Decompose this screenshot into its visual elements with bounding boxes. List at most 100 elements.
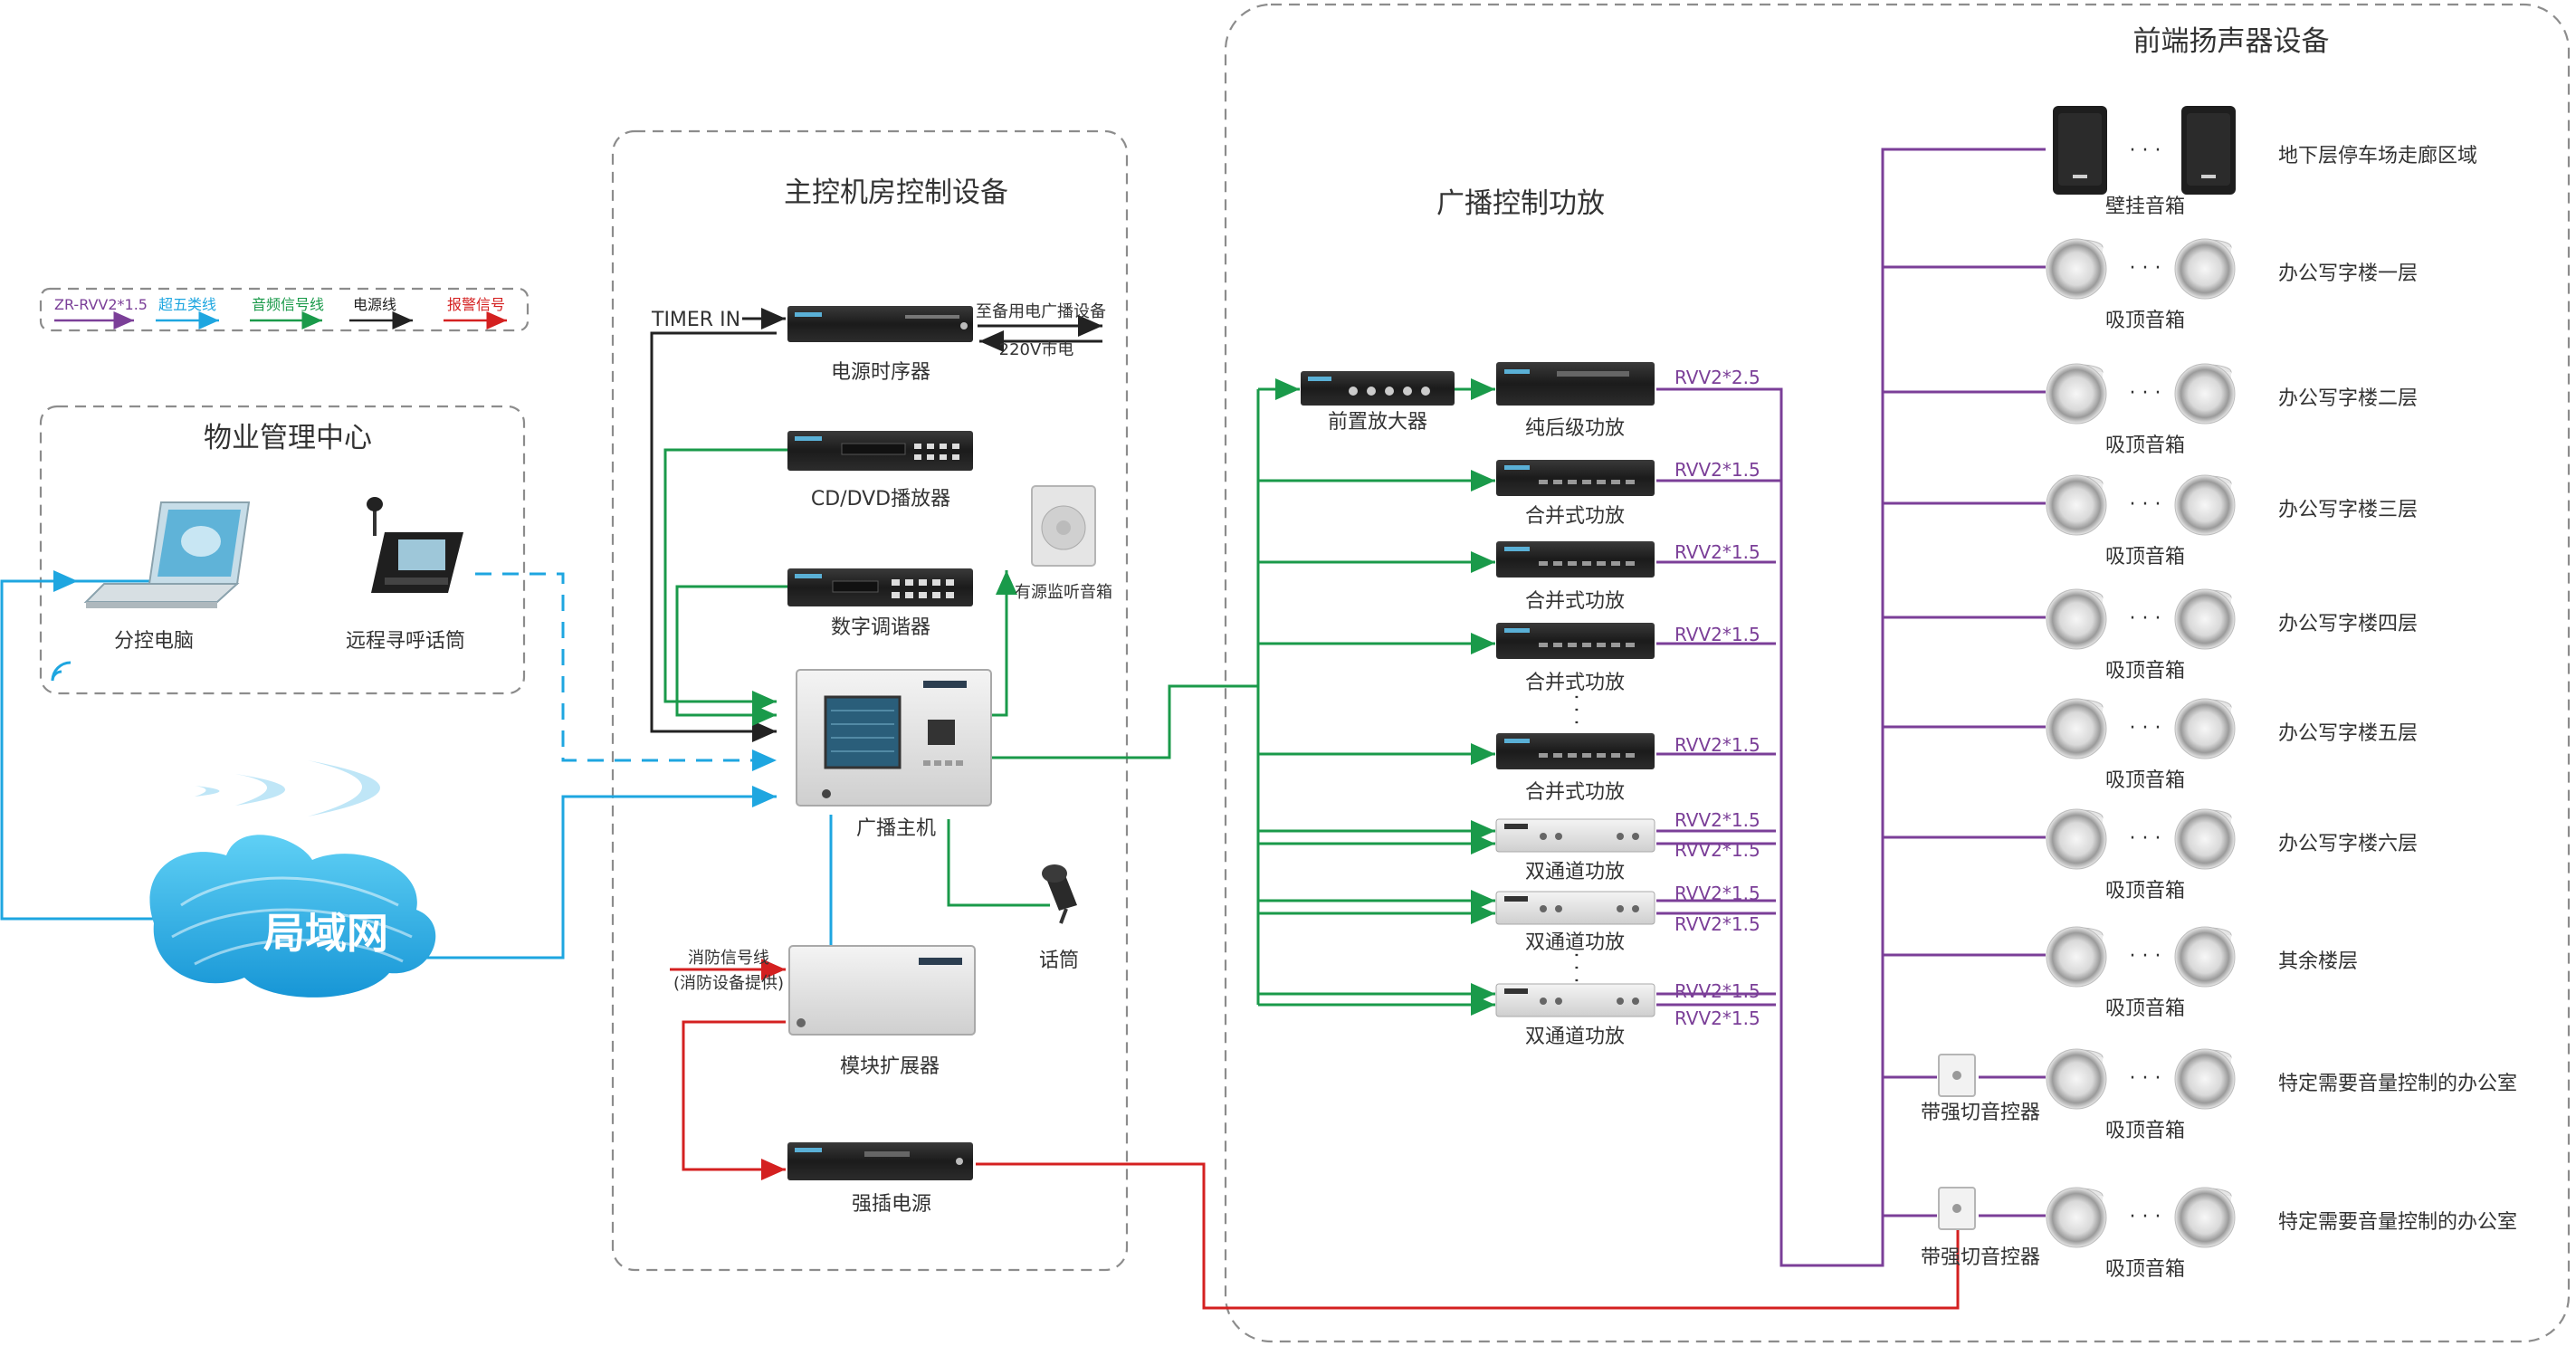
force-power-label: 强插电源 [852, 1193, 931, 1216]
cat5-lan-host [425, 786, 777, 959]
control-room-devices: TIMER IN 电源时序器 至备用电广播设备 220V市电 CD/DVD播放器… [651, 302, 1112, 1216]
zone-label: 办公写字楼五层 [2278, 722, 2418, 745]
power-amp-device [1496, 362, 1655, 406]
amp-cable-label: RVV2*2.5 [1674, 367, 1760, 388]
speaker-type-label: 吸顶音箱 [2105, 546, 2185, 568]
zone-label: 办公写字楼三层 [2278, 499, 2418, 521]
continuation-dots: · · · [2130, 1067, 2161, 1090]
property-devices: 分控电脑 远程寻呼话筒 [51, 497, 465, 682]
legend-item-power: 电源线 [349, 296, 413, 329]
amp-label: 合并式功放 [1525, 781, 1625, 804]
amp-cable-label: RVV2*1.5 [1674, 624, 1760, 645]
legend-label: 报警信号 [447, 296, 505, 313]
continuation-dots: · · · [1564, 694, 1587, 726]
amp-cable-label: RVV2*1.5 [1674, 839, 1760, 861]
continuation-dots: · · · [2130, 257, 2161, 280]
ceiling-speaker-icon [2046, 1048, 2107, 1110]
amp-label: 合并式功放 [1525, 590, 1625, 613]
amp-cable-label: RVV2*1.5 [1674, 459, 1760, 481]
amp-label: 双通道功放 [1525, 1026, 1625, 1048]
zone-label: 特定需要音量控制的办公室 [2278, 1073, 2517, 1095]
volume-control-label: 带强切音控器 [1921, 1102, 2040, 1124]
legend-label: ZR-RVV2*1.5 [54, 296, 148, 313]
integrated-amp-device [1496, 733, 1655, 769]
audio-cd-host [663, 448, 787, 712]
ceiling-speaker-icon [2174, 1187, 2236, 1248]
frontend-frame [1224, 3, 2571, 1343]
amp-label: 双通道功放 [1525, 931, 1625, 954]
backup-out-label: 至备用电广播设备 [976, 302, 1106, 321]
speaker-row: · · · 吸顶音箱 办公写字楼二层 [2046, 363, 2418, 457]
ceiling-speaker-icon [2046, 698, 2107, 759]
host-label: 广播主机 [856, 817, 936, 840]
legend-item-audio: 音频信号线 [250, 296, 324, 329]
legend-frame [39, 287, 530, 332]
expander-label: 模块扩展器 [840, 1055, 940, 1078]
amp-cable-label: RVV2*1.5 [1674, 1007, 1760, 1029]
volume-controllers: 带强切音控器 带强切音控器 [1921, 1054, 2040, 1269]
amp-section-title: 广播控制功放 [1436, 187, 1605, 220]
ceiling-speaker-icon [2046, 238, 2107, 300]
audio-host-monitor [992, 570, 1017, 717]
speaker-type-label: 吸顶音箱 [2105, 1258, 2185, 1281]
integrated-amp-device [1496, 541, 1655, 578]
continuation-dots: · · · [2130, 382, 2161, 405]
wifi-icon [51, 661, 72, 682]
power-seq-label: 电源时序器 [831, 361, 930, 384]
legend-label: 超五类线 [158, 296, 216, 313]
control-room-title: 主控机房控制设备 [784, 177, 1008, 209]
alarm-power-frontend [976, 1162, 1960, 1310]
ceiling-speaker-icon [2174, 588, 2236, 650]
legend-item-rvv: ZR-RVV2*1.5 [54, 296, 148, 329]
ceiling-speaker-icon [2174, 1048, 2236, 1110]
module-expander-device [788, 945, 976, 1036]
ceiling-speaker-icon [2174, 698, 2236, 759]
tuner-device [787, 568, 973, 606]
amp-label: 合并式功放 [1525, 672, 1625, 694]
handheld-mic-icon [1042, 864, 1077, 924]
integrated-amp-device [1496, 460, 1655, 496]
amp-cable-label: RVV2*1.5 [1674, 913, 1760, 935]
zone-label: 其余楼层 [2278, 950, 2358, 973]
audio-host-amps [988, 684, 1258, 759]
mic-label: 远程寻呼话筒 [346, 630, 465, 653]
wall-speaker-icon [2181, 106, 2236, 195]
continuation-dots: · · · [2130, 717, 2161, 740]
zone-label: 办公写字楼一层 [2278, 263, 2418, 285]
property-center-title: 物业管理中心 [204, 422, 372, 454]
power-sequencer-device [787, 306, 973, 342]
speaker-type-label: 吸顶音箱 [2105, 434, 2185, 457]
zone-label: 办公写字楼四层 [2278, 613, 2418, 635]
speaker-type-label: 吸顶音箱 [2105, 660, 2185, 683]
timer-in-label: TIMER IN [651, 309, 740, 331]
ceiling-speaker-icon [2174, 926, 2236, 988]
integrated-amp-device [1496, 623, 1655, 659]
property-center-frame [39, 405, 526, 695]
audio-tuner-host [675, 585, 787, 726]
frontend-title: 前端扬声器设备 [2133, 25, 2330, 58]
fire-line-label: 消防信号线 [688, 949, 769, 968]
amp-label: 双通道功放 [1525, 861, 1625, 883]
laptop-icon [83, 501, 251, 608]
alarm-expander-power [682, 1020, 786, 1180]
volume-control-icon [1938, 1187, 1976, 1230]
ceiling-speaker-icon [2174, 363, 2236, 425]
amp-cable-label: RVV2*1.5 [1674, 883, 1760, 904]
monitor-speaker-label: 有源监听音箱 [1015, 583, 1112, 602]
ceiling-speaker-icon [2046, 808, 2107, 870]
continuation-dots: · · · [2130, 827, 2161, 850]
cd-label: CD/DVD播放器 [811, 488, 950, 511]
ceiling-speaker-icon [2046, 474, 2107, 536]
monitor-speaker-icon [1031, 485, 1096, 567]
frames [39, 3, 2571, 1343]
preamp-device [1301, 371, 1455, 406]
amp-cable-label: RVV2*1.5 [1674, 541, 1760, 563]
zone-label: 办公写字楼二层 [2278, 387, 2418, 410]
continuation-dots: · · · [2130, 139, 2161, 162]
